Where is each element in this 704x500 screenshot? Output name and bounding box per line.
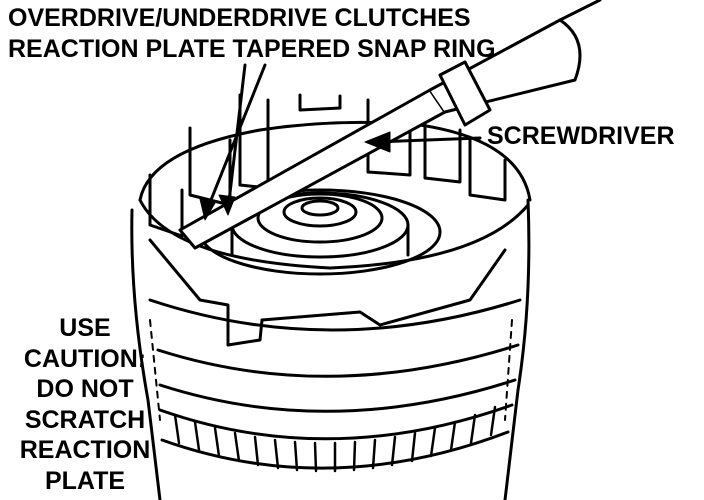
caution-line: PLATE — [44, 466, 126, 495]
arrowheads — [199, 131, 391, 221]
snap-ring-label-line-2: REACTION PLATE TAPERED SNAP RING — [8, 35, 496, 63]
spline-teeth — [173, 405, 497, 473]
caution-line: CAUTION: — [23, 344, 147, 373]
caution-line: REACTION — [19, 436, 151, 464]
caution-line: SCRATCH — [24, 405, 146, 434]
screwdriver-label: SCREWDRIVER — [487, 122, 675, 150]
snap-ring-label-line-1: OVERDRIVE/UNDERDRIVE CLUTCHES — [8, 4, 471, 32]
leader-lines — [203, 63, 482, 217]
drum-hatching — [149, 319, 513, 421]
caution-line: DO NOT — [36, 375, 134, 403]
screwdriver — [178, 0, 602, 250]
caution-line: USE — [59, 314, 111, 342]
caution-note: USE CAUTION: DO NOT SCRATCH REACTION PLA… — [0, 313, 170, 496]
